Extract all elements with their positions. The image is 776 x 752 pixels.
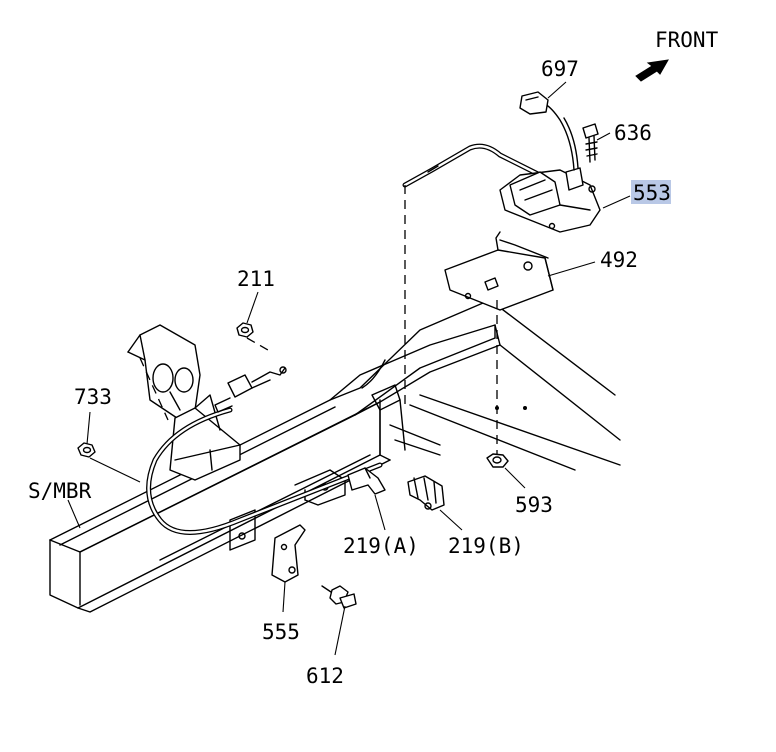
part-label-555[interactable]: 555 — [262, 620, 300, 644]
front-arrow-icon — [635, 59, 669, 82]
part-label-593[interactable]: 593 — [515, 493, 553, 517]
brake-lever-assembly — [127, 324, 241, 481]
bracket-555 — [271, 524, 306, 583]
frame-member — [49, 299, 621, 613]
mounting-bracket — [444, 231, 554, 311]
part-label-219b[interactable]: 219(B) — [448, 534, 524, 558]
part-label-492[interactable]: 492 — [600, 248, 638, 272]
part-label-636[interactable]: 636 — [614, 121, 652, 145]
part-label-211[interactable]: 211 — [237, 267, 275, 291]
part-label-612[interactable]: 612 — [306, 664, 344, 688]
nut-733 — [77, 442, 96, 458]
brake-cable — [146, 143, 573, 535]
front-indicator: FRONT — [635, 28, 719, 82]
actuator-assembly — [499, 91, 601, 233]
part-label-697[interactable]: 697 — [541, 57, 579, 81]
front-label: FRONT — [655, 28, 719, 52]
clip-219b — [407, 475, 445, 511]
part-553-highlight — [631, 180, 671, 204]
bolt-612 — [321, 585, 357, 609]
frame-label[interactable]: S/MBR — [28, 479, 92, 503]
leader-lines — [67, 81, 631, 656]
lever-guide-line — [139, 357, 169, 421]
part-label-553[interactable]: 553 — [633, 181, 671, 205]
part-label-733[interactable]: 733 — [74, 385, 112, 409]
nut-211 — [236, 322, 269, 351]
clip-219a — [347, 467, 386, 495]
part-label-219a[interactable]: 219(A) — [343, 534, 419, 558]
nut-593 — [486, 453, 509, 468]
